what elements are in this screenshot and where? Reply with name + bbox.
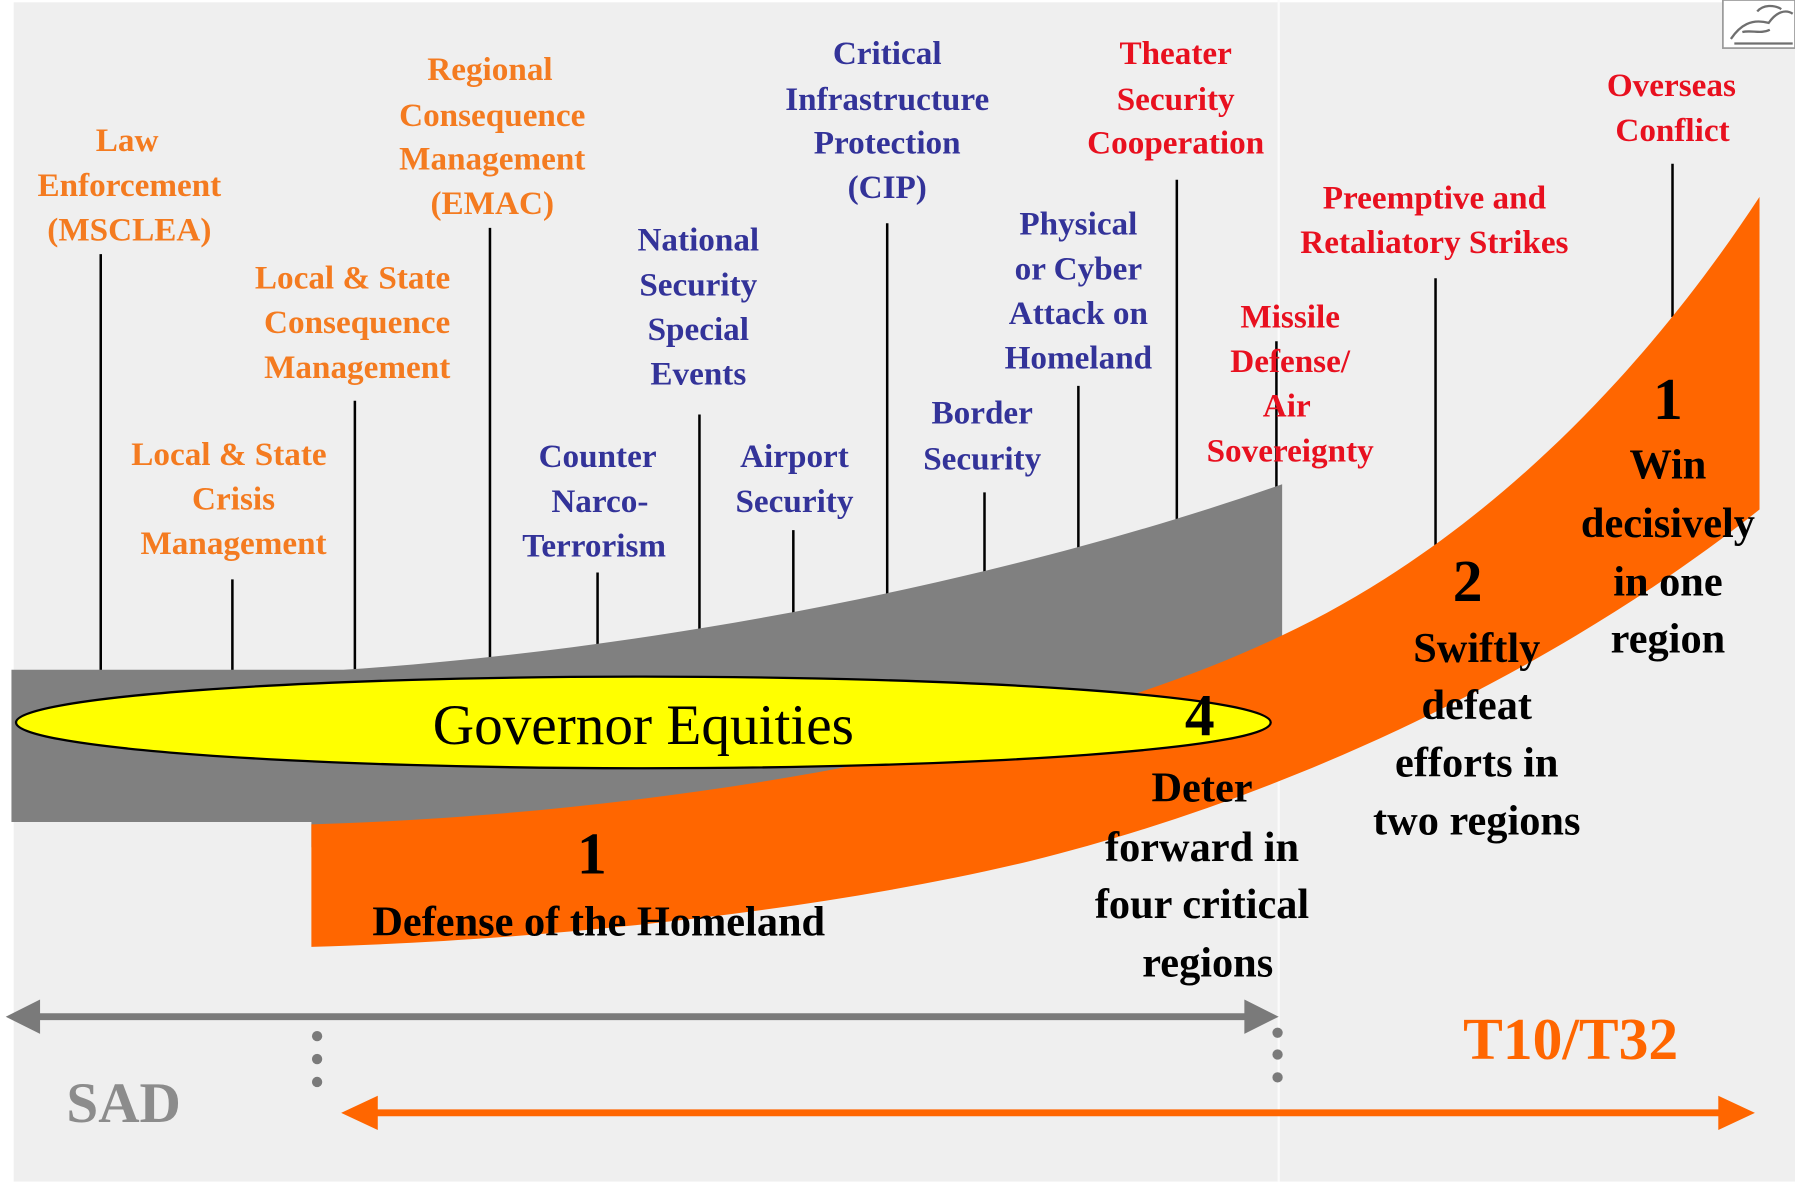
label-theater-security: Theater Security Cooperation — [1087, 35, 1264, 161]
corner-logo — [1722, 0, 1795, 49]
governor-equities-ellipse — [14, 675, 1272, 770]
priority-swiftly: 2 Swiftly defeat efforts in two regions — [1373, 548, 1580, 845]
label-airport-security: Airport Security — [735, 438, 853, 520]
t10-label: T10/T32 — [1463, 1006, 1678, 1072]
label-line: Management — [140, 525, 326, 562]
label-line: Conflict — [1615, 112, 1729, 149]
label-line: Consequence — [264, 304, 450, 341]
priority-line: Win — [1629, 442, 1706, 489]
label-line: Overseas — [1607, 67, 1736, 104]
label-line: Security — [639, 266, 757, 303]
sad-label: SAD — [66, 1072, 180, 1135]
priority-number: 1 — [1653, 366, 1683, 432]
priority-line: four critical — [1095, 881, 1310, 928]
label-line: Crisis — [192, 480, 275, 517]
label-line: Retaliatory Strikes — [1300, 224, 1568, 261]
label-line: Terrorism — [522, 527, 666, 564]
label-line: Consequence — [399, 97, 585, 134]
priority-line: forward in — [1105, 824, 1299, 871]
governor-equities-label: Governor Equities — [433, 694, 854, 757]
priority-win: 1 Win decisively in one region — [1581, 366, 1755, 663]
label-law-enforcement: Law Enforcement (MSCLEA) — [38, 122, 222, 248]
priority-line: regions — [1142, 940, 1273, 987]
dotted-marker-right — [1272, 1027, 1283, 1083]
orange-band — [311, 196, 1760, 947]
t10-label-group: T10/T32 — [1463, 1006, 1678, 1072]
label-line: Attack on — [1009, 295, 1148, 332]
label-line: Theater — [1119, 35, 1232, 72]
sad-span-arrow — [5, 999, 1279, 1034]
label-line: Infrastructure — [785, 81, 989, 118]
label-line: (EMAC) — [431, 185, 554, 222]
label-line: Physical — [1019, 206, 1137, 243]
label-regional-consequence: Regional Consequence Management (EMAC) — [399, 51, 585, 222]
label-cyber-attack: Physical or Cyber Attack on Homeland — [1005, 206, 1153, 377]
label-preemptive-strikes: Preemptive and Retaliatory Strikes — [1300, 179, 1568, 261]
label-line: Narco- — [551, 483, 648, 520]
label-line: Border — [932, 395, 1034, 432]
label-national-security-events: National Security Special Events — [637, 222, 759, 393]
label-line: or Cyber — [1015, 250, 1143, 287]
priority-line: region — [1611, 616, 1725, 663]
label-cip: Critical Infrastructure Protection (CIP) — [785, 35, 989, 206]
label-line: Preemptive and — [1323, 179, 1547, 216]
label-line: (MSCLEA) — [47, 211, 211, 248]
priority-line: Deter — [1151, 764, 1252, 811]
label-counter-narco: Counter Narco- Terrorism — [522, 438, 666, 564]
label-line: Airport — [740, 438, 849, 475]
label-line: Regional — [427, 51, 552, 88]
label-local-state-consequence: Local & State Consequence Management — [255, 260, 450, 386]
label-line: Sovereignty — [1207, 432, 1375, 469]
priority-line: Defense of the Homeland — [372, 898, 825, 945]
label-local-state-crisis: Local & State Crisis Management — [131, 436, 326, 562]
priority-line: decisively — [1581, 500, 1755, 547]
label-line: Management — [264, 349, 450, 386]
label-line: Events — [650, 356, 746, 393]
label-line: Law — [96, 122, 159, 159]
label-overseas-conflict: Overseas Conflict — [1607, 67, 1736, 149]
t10-span-arrow — [341, 1095, 1755, 1131]
priority-line: Swiftly — [1413, 625, 1540, 672]
label-line: Management — [399, 140, 585, 177]
priority-line: in one — [1613, 558, 1722, 605]
priority-number: 1 — [577, 821, 607, 887]
dotted-marker-left — [311, 1031, 323, 1088]
priority-number: 4 — [1185, 682, 1215, 748]
label-line: Special — [648, 311, 749, 348]
label-line: (CIP) — [848, 169, 927, 206]
label-line: Protection — [814, 124, 961, 161]
label-line: National — [637, 222, 759, 259]
label-line: Security — [923, 440, 1041, 477]
priority-homeland: 1 Defense of the Homeland — [372, 821, 825, 946]
priority-number: 2 — [1453, 548, 1483, 614]
label-line: Air — [1263, 388, 1311, 425]
label-line: Counter — [539, 438, 657, 475]
label-border-security: Border Security — [923, 395, 1041, 478]
label-line: Critical — [833, 35, 942, 72]
label-line: Local & State — [131, 436, 326, 473]
priority-deter: 4 Deter forward in four critical regions — [1095, 682, 1310, 987]
label-line: Enforcement — [38, 167, 222, 204]
label-line: Security — [1117, 81, 1235, 118]
priority-line: defeat — [1421, 682, 1532, 729]
label-line: Missile — [1240, 298, 1340, 335]
label-line: Defense/ — [1230, 343, 1351, 380]
priority-line: efforts in — [1395, 739, 1558, 786]
priority-line: two regions — [1373, 798, 1580, 845]
label-line: Cooperation — [1087, 124, 1264, 161]
label-line: Local & State — [255, 260, 450, 297]
label-line: Homeland — [1005, 340, 1153, 377]
label-missile-defense: Missile Defense/ Air Sovereignty — [1207, 298, 1375, 469]
label-line: Security — [735, 483, 853, 520]
